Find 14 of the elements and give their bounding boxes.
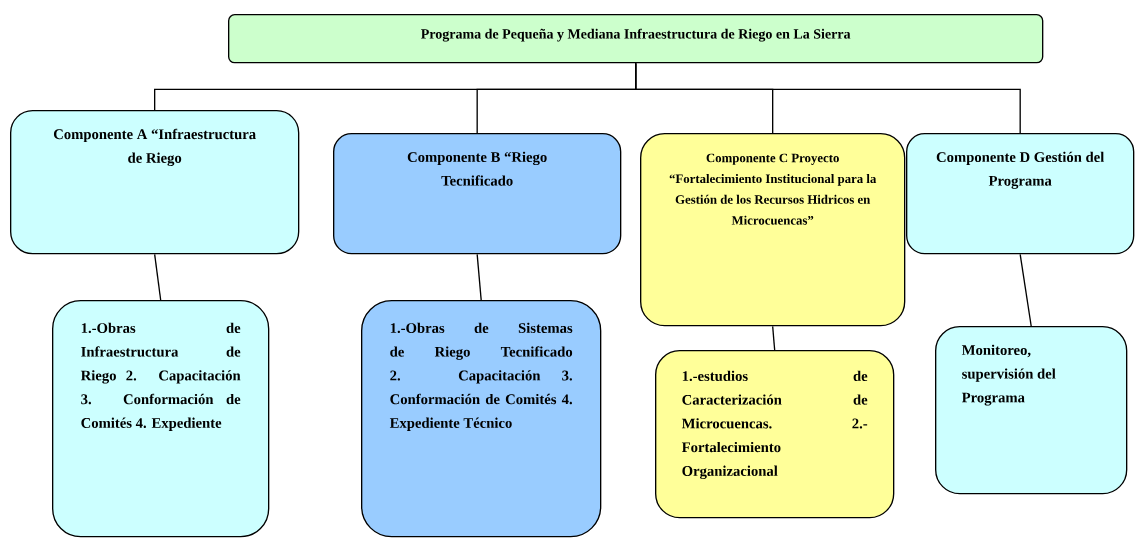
connector-line: [1019, 253, 1032, 327]
activity-box: 1.-Obras de Sistemas de Riego Tecnificado 2. Capacitación 3. Conformación de Comités 4. Expediente Técnico: [361, 300, 602, 538]
connector-line: [772, 325, 776, 351]
tree-connector: [635, 62, 1021, 134]
activity-box: 1.-estudios de Caracterización de Microcuencas. 2.-Fortalecimiento Organizacional: [655, 350, 895, 519]
title-box: Programa de Pequeña y Mediana Infraestructura de Riego en La Sierra: [228, 14, 1044, 64]
component-box: Componente B “Riego Tecnificado: [333, 133, 622, 255]
component-box: Componente D Gestión del Programa: [906, 133, 1135, 255]
activity-box: 1.-Obras de Infraestructura de Riego 2. Capacitación 3. Conformación de Comités 4. Expediente: [52, 300, 270, 538]
activity-box: Monitoreo, supervisión del Programa: [935, 326, 1128, 495]
component-box: Componente A “Infraestructura de Riego: [10, 110, 300, 255]
component-box: Componente C Proyecto “Fortalecimiento Institucional para la Gestión de los Recursos Hidricos en Microcuencas”: [640, 133, 906, 327]
connector-line: [476, 253, 482, 301]
connector-line: [154, 253, 162, 301]
